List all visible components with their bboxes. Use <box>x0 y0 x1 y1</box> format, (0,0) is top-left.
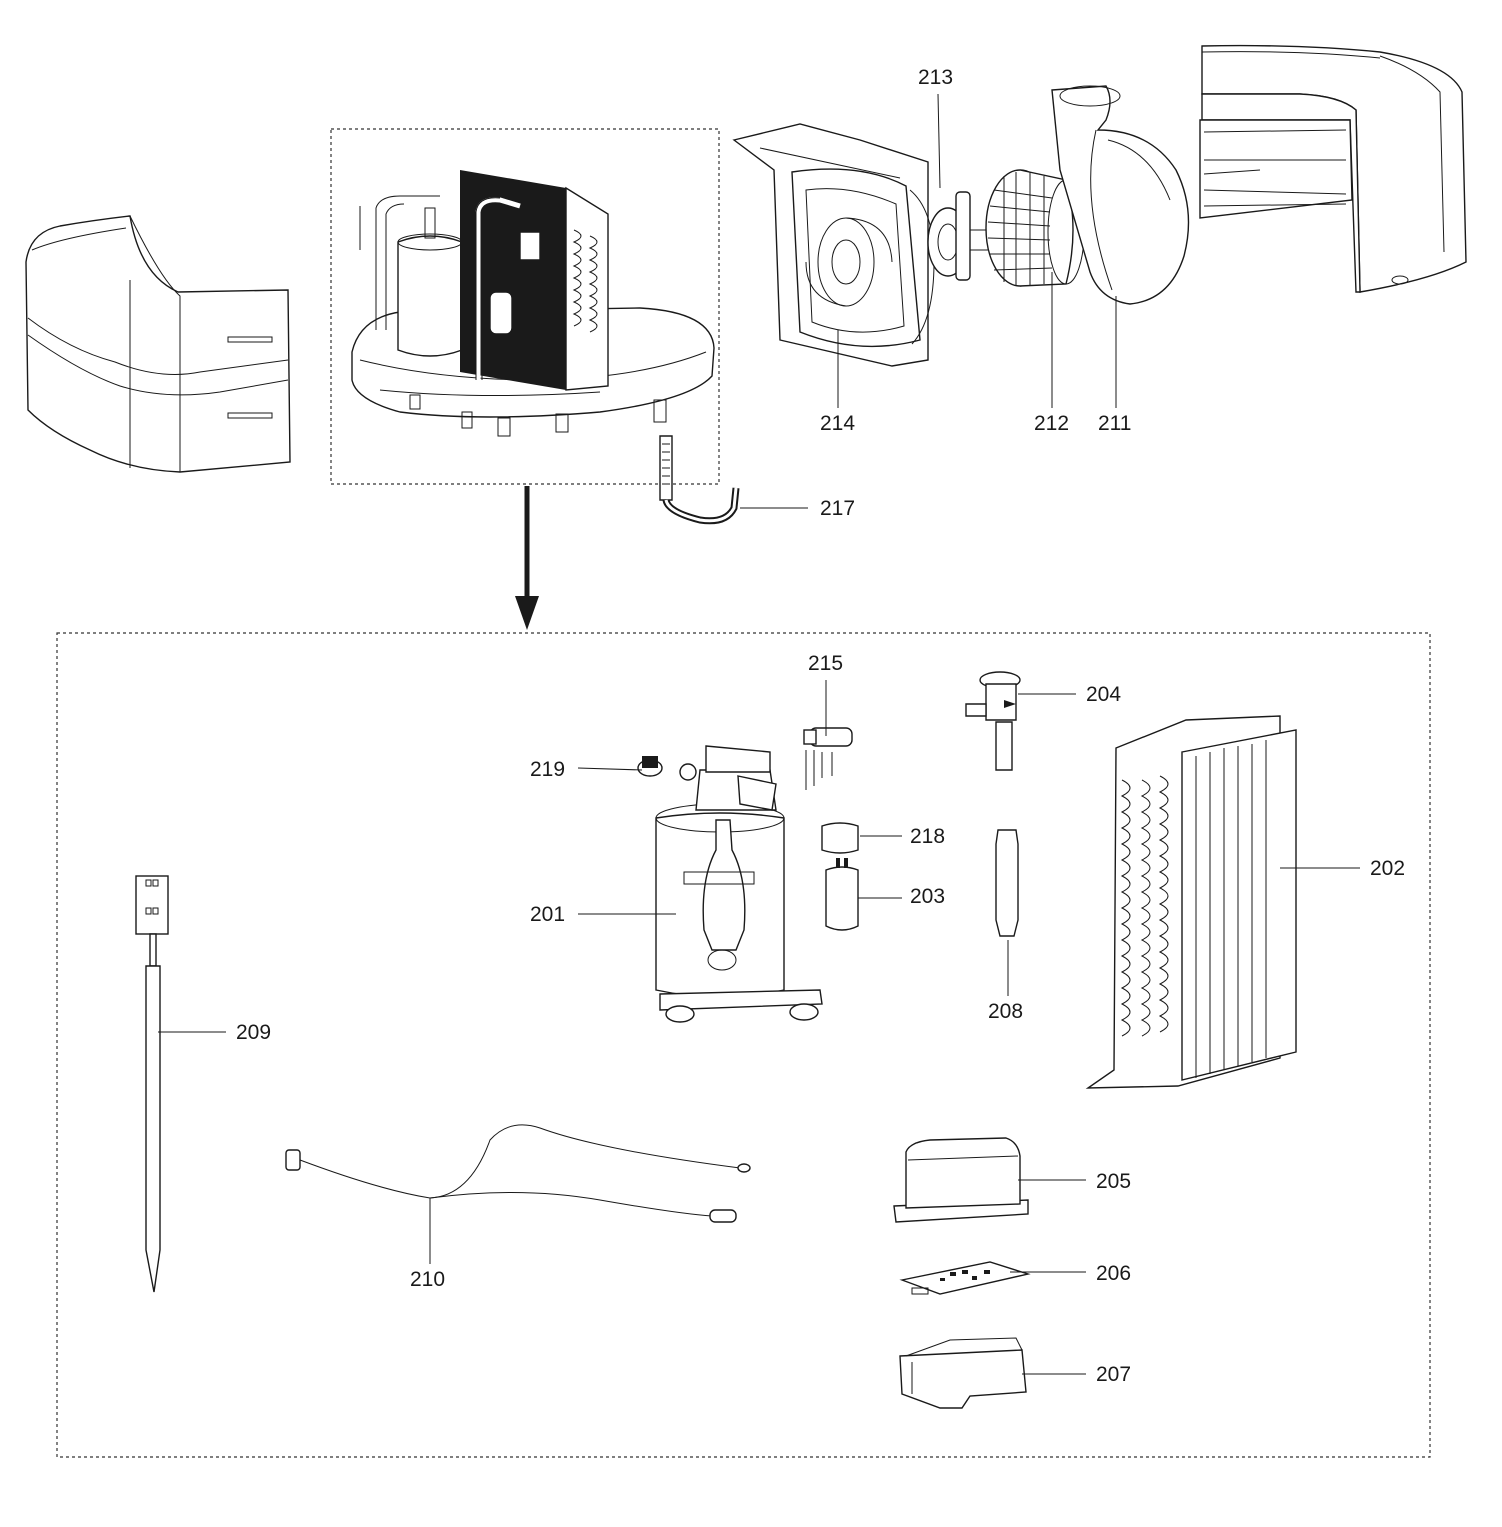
callout-212: 212 <box>1034 412 1069 435</box>
callout-202: 202 <box>1370 857 1405 880</box>
callout-214: 214 <box>820 412 855 435</box>
callout-219: 219 <box>530 758 565 781</box>
fan-motor <box>927 191 991 281</box>
callout-207: 207 <box>1096 1363 1131 1386</box>
callout-210: 210 <box>410 1268 445 1291</box>
callout-203: 203 <box>910 885 945 908</box>
callout-218: 218 <box>910 825 945 848</box>
components-box <box>56 632 1431 1458</box>
callout-205: 205 <box>1096 1170 1131 1193</box>
callout-204: 204 <box>1086 683 1121 706</box>
reversing-valve <box>803 727 853 790</box>
compressor <box>655 745 823 1023</box>
filter-drier <box>995 829 1019 937</box>
thermistor-wire <box>285 1124 751 1223</box>
down-arrow <box>515 486 539 630</box>
callout-217: 217 <box>820 497 855 520</box>
drain-hose <box>659 435 740 525</box>
capacitor-boot <box>821 822 859 854</box>
overload-protector <box>637 756 663 777</box>
front-cover <box>25 215 291 473</box>
expansion-valve <box>965 671 1021 771</box>
leader-lines <box>158 93 1360 1375</box>
callout-215: 215 <box>808 652 843 675</box>
callout-201: 201 <box>530 903 565 926</box>
condenser-coil <box>1085 715 1297 1089</box>
control-box-base <box>899 1337 1027 1409</box>
temperature-sensor <box>135 875 169 1293</box>
control-box-cover <box>893 1137 1029 1223</box>
callout-206: 206 <box>1096 1262 1131 1285</box>
fan-shroud <box>732 123 935 367</box>
rear-cover <box>1199 44 1467 293</box>
callout-211: 211 <box>1098 412 1131 435</box>
subassembly-box <box>330 128 720 485</box>
run-capacitor <box>825 858 859 931</box>
blower-housing <box>1051 85 1190 305</box>
callout-213: 213 <box>918 66 953 89</box>
callout-209: 209 <box>236 1021 271 1044</box>
callout-208: 208 <box>988 1000 1023 1023</box>
refrigeration-subassembly <box>351 170 715 437</box>
control-board <box>899 1261 1031 1295</box>
